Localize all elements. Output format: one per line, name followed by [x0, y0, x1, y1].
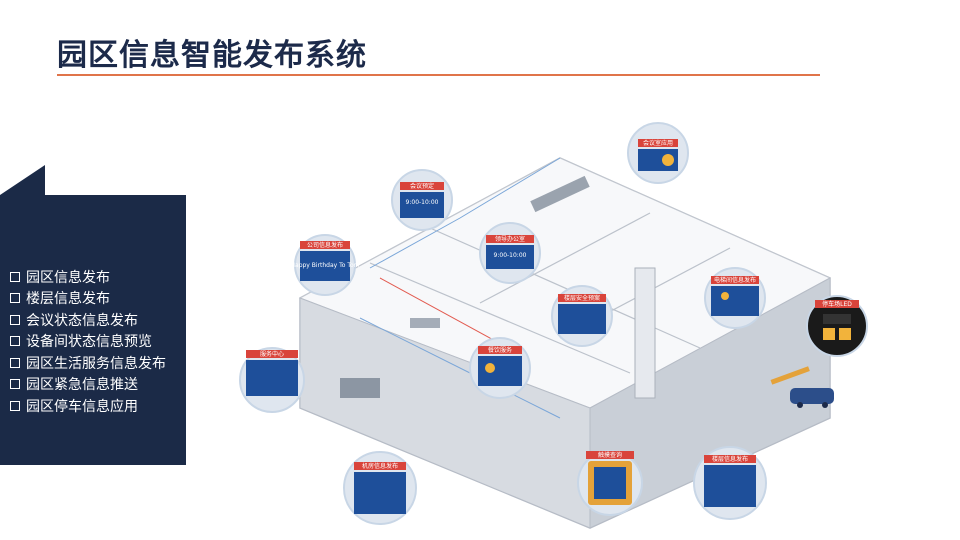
bubble-label: 停车场LED [822, 300, 852, 308]
checkbox-icon [10, 379, 20, 390]
feature-item: 园区生活服务信息发布 [10, 352, 166, 374]
bubble-floor-safety: 楼层安全预案 [551, 285, 613, 347]
bubble-label: 触摸查询 [598, 451, 622, 459]
bubble-text: 9:00-10:00 [406, 199, 439, 206]
checkbox-icon [10, 357, 20, 368]
feature-item: 会议状态信息发布 [10, 309, 166, 331]
bubble-label: 餐饮服务 [488, 346, 512, 354]
network-cable [369, 157, 561, 269]
office-desk [410, 318, 440, 328]
elevator-shaft [634, 267, 656, 399]
feature-item: 园区停车信息应用 [10, 395, 166, 417]
feature-item: 设备间状态信息预览 [10, 331, 166, 353]
bubble-label: 楼层信息发布 [712, 455, 748, 463]
bubble-label: 服务中心 [260, 350, 284, 358]
page-title: 园区信息智能发布系统 [57, 39, 367, 72]
bubble-label: 机房信息发布 [362, 462, 398, 470]
partition-line [369, 262, 631, 374]
building-diagram: 会议室应用 会议预定 9:00-10:00 领导办公室 9:00-10:00 公… [239, 122, 868, 529]
bubble-label: 会议预定 [410, 182, 434, 190]
bubble-service-center: 服务中心 [239, 347, 305, 413]
checkbox-icon [10, 400, 20, 411]
feature-item: 楼层信息发布 [10, 288, 166, 310]
server-rack [340, 378, 380, 398]
bubble-elevator-info: 电梯间信息发布 [704, 267, 766, 329]
partition-line [479, 212, 651, 304]
bubble-label: 领导办公室 [495, 235, 525, 243]
car [790, 388, 834, 404]
feature-panel [0, 165, 190, 465]
bubble-label: 电梯间信息发布 [714, 276, 756, 284]
checkbox-icon [10, 336, 20, 347]
bubble-leader-office: 领导办公室 9:00-10:00 [479, 222, 541, 284]
parking-gate [770, 366, 810, 385]
feature-item: 园区紧急信息推送 [10, 374, 166, 396]
bubble-label: 会议室应用 [643, 139, 673, 147]
bubble-meeting-booking: 会议预定 9:00-10:00 [391, 169, 453, 231]
car-wheel [797, 402, 803, 408]
feature-list: 园区信息发布 楼层信息发布 会议状态信息发布 设备间状态信息预览 园区生活服务信… [10, 266, 166, 417]
checkbox-icon [10, 271, 20, 282]
bubble-company-info: 公司信息发布 Happy Birthday To Tom [291, 234, 360, 296]
checkbox-icon [10, 314, 20, 325]
bubble-text: 9:00-10:00 [494, 252, 527, 259]
bubble-label: 公司信息发布 [307, 241, 343, 249]
bubble-dining-service: 餐饮服务 [469, 337, 531, 399]
bubble-parking-led: 停车场LED [806, 295, 868, 357]
bubble-machine-room: 机房信息发布 [343, 451, 417, 525]
car-wheel [822, 402, 828, 408]
title-underline [57, 74, 820, 76]
feature-item: 园区信息发布 [10, 266, 166, 288]
bubble-floor-info: 楼层信息发布 [693, 446, 767, 520]
bubble-touch-query: 触摸查询 [577, 450, 643, 516]
bubble-text: Happy Birthday To Tom [291, 262, 360, 269]
meeting-table [530, 175, 590, 213]
checkbox-icon [10, 293, 20, 304]
bubble-conference-room: 会议室应用 [627, 122, 689, 184]
bubble-label: 楼层安全预案 [564, 294, 600, 302]
